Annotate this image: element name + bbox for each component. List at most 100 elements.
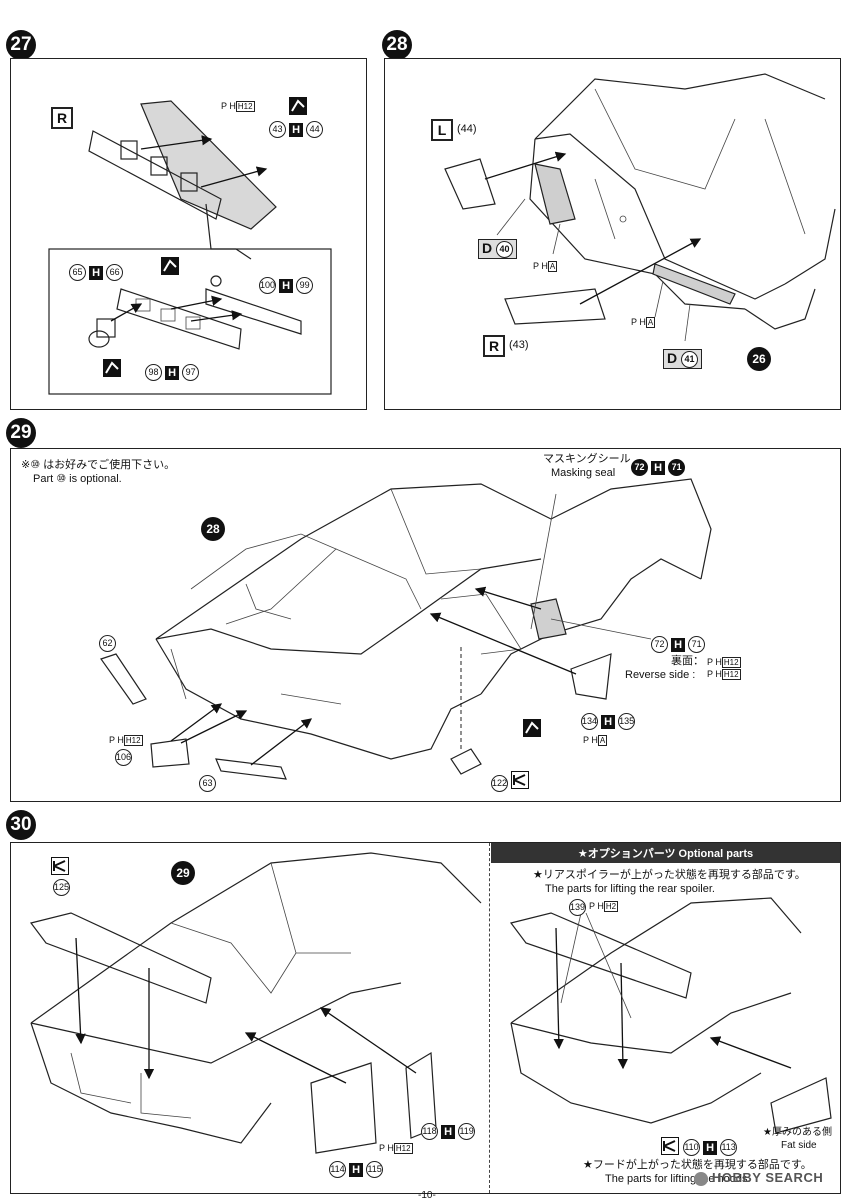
step-29-mask-jp: マスキングシール <box>543 453 631 465</box>
step-29-part-62: 62 <box>99 635 116 652</box>
option-line1-en: The parts for lifting the rear spoiler. <box>545 883 715 895</box>
step-29-mask-parts: 72 H 71 <box>631 459 686 476</box>
part-114: 114 <box>329 1161 346 1178</box>
step-29-reverse-jp: 裏面： <box>671 655 704 667</box>
runner-icon: H <box>671 637 686 652</box>
step-28-view-r-part: (43) <box>509 339 529 351</box>
cement-icon <box>661 1137 679 1155</box>
part-62: 62 <box>99 635 116 652</box>
page-number: -10- <box>418 1190 436 1201</box>
step-28-view-l-part: (44) <box>457 123 477 135</box>
part-135: 135 <box>618 713 636 730</box>
paint-h-label: P H <box>583 735 598 745</box>
runner-icon: H <box>89 265 104 280</box>
step-27-parts-a: 65 H 66 <box>69 264 124 281</box>
step-29-parts-right: 72 H 71 <box>651 636 706 653</box>
step-30-badge: 30 <box>6 810 36 840</box>
step-27-view-r: R <box>51 107 73 129</box>
runner-icon: H <box>349 1162 364 1177</box>
paint-code: H12 <box>123 735 143 746</box>
step-27-drawing <box>48 100 332 395</box>
part-98: 98 <box>145 364 162 381</box>
step-29-mask-en: Masking seal <box>551 467 616 479</box>
part-66: 66 <box>106 264 124 281</box>
step-29-note-en: Part ⑩ is optional. <box>33 473 122 485</box>
option-part-139: 139 <box>569 899 586 916</box>
watermark-brand: HOBBY SEARCH <box>694 1170 823 1186</box>
glue-icon <box>103 359 121 377</box>
runner-icon: H <box>289 122 304 137</box>
step-29-note-jp: ※⑩ はお好みでご使用下さい。 <box>21 459 176 471</box>
part-71: 71 <box>688 636 706 653</box>
decal-letter: D <box>482 240 493 256</box>
step-27-parts-b: 100 H 99 <box>259 277 314 294</box>
part-106: 106 <box>115 749 132 766</box>
step-28-decal-left: D 40 <box>478 239 518 259</box>
option-line2-jp: ★フードが上がった状態を再現する部品です。 <box>583 1159 812 1171</box>
runner-icon: H <box>601 714 616 729</box>
part-63: 63 <box>199 775 216 792</box>
glue-icon <box>289 97 307 115</box>
part-100: 100 <box>259 277 276 294</box>
decal-letter: D <box>667 350 678 366</box>
step-30-drawing <box>29 852 832 1154</box>
part-122: 122 <box>491 775 508 792</box>
runner-icon: H <box>651 460 666 475</box>
step-27-parts-c: 98 H 97 <box>145 364 200 381</box>
paint-h-label: P H <box>221 101 236 111</box>
brand-text: HOBBY SEARCH <box>712 1170 824 1185</box>
step-29-part-63: 63 <box>199 775 216 792</box>
option-parts-110: 110 H 113 <box>683 1139 738 1156</box>
option-parts-header: ★オプションパーツ Optional parts <box>491 843 840 863</box>
step-30-substep-29: 29 <box>171 861 195 885</box>
paint-code: H2 <box>603 901 619 912</box>
part-115: 115 <box>366 1161 384 1178</box>
cement-icon <box>511 771 529 789</box>
step-29-reverse-en: Reverse side : <box>625 669 696 681</box>
paint-h-label: P H <box>533 261 548 271</box>
part-71: 71 <box>668 459 686 476</box>
part-125: 125 <box>53 879 70 896</box>
part-119: 119 <box>458 1123 476 1140</box>
step-30-parts-118: 118 H 119 <box>421 1123 476 1140</box>
step-27-parts-main: 43 H 44 <box>269 121 324 138</box>
step-28-view-l: L <box>431 119 453 141</box>
paint-h-label: P H <box>589 901 604 911</box>
step-28-drawing <box>444 73 836 342</box>
step-29-part-122: 122 <box>491 775 508 792</box>
step-28-substep-26: 26 <box>747 347 771 371</box>
glue-icon <box>161 257 179 275</box>
part-99: 99 <box>296 277 314 294</box>
step-28-view-r: R <box>483 335 505 357</box>
paint-code: H12 <box>721 657 741 668</box>
step-29-substep-28: 28 <box>201 517 225 541</box>
paint-h-label: P H <box>707 669 722 679</box>
decal-41: 41 <box>681 350 699 368</box>
paint-h-label: P H <box>109 735 124 745</box>
glue-icon <box>523 719 541 737</box>
step-28-badge: 28 <box>382 30 412 60</box>
paint-code: A <box>547 261 558 272</box>
step-29-drawing <box>100 478 712 780</box>
paint-code: A <box>597 735 608 746</box>
option-fat-en: Fat side <box>781 1140 817 1151</box>
part-72: 72 <box>651 636 668 653</box>
paint-h-label: P H <box>379 1143 394 1153</box>
runner-icon: H <box>279 278 294 293</box>
paint-code: H12 <box>721 669 741 680</box>
part-97: 97 <box>182 364 200 381</box>
runner-icon: H <box>441 1124 456 1139</box>
option-separator <box>489 843 490 1193</box>
paint-code: H12 <box>393 1143 413 1154</box>
option-line2-en: The parts for lifting the hoods. <box>605 1173 751 1185</box>
